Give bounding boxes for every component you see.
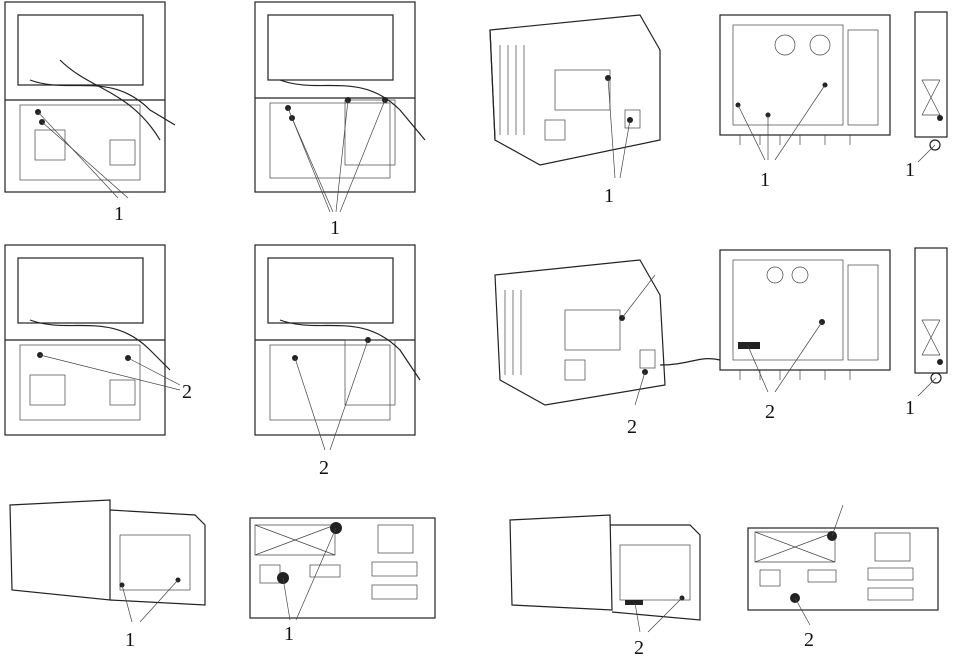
callout-label: 2 [804, 629, 814, 651]
callout-label: 2 [765, 401, 775, 423]
callout-label: 2 [634, 637, 644, 659]
panel-open-view-2: 1 [254, 1, 426, 239]
panel-open-view-3: 2 [4, 244, 192, 436]
side-view-2: 1 [905, 247, 948, 419]
callout-label: 1 [905, 397, 915, 419]
panel-open-view-4: 2 [254, 244, 421, 479]
housing-3d-view-2: 2 [494, 259, 721, 438]
rear-panel-view-1: 1 [249, 517, 436, 645]
panel-open-view-1: 1 [4, 1, 176, 225]
side-view-1: 1 [905, 11, 948, 181]
callout-label: 2 [627, 416, 637, 438]
callout-label: 1 [125, 629, 135, 651]
callout-label: 1 [604, 185, 614, 207]
callout-label: 1 [330, 217, 340, 239]
desktop-unit-view-1: 1 [9, 499, 206, 651]
desktop-unit-view-2: 2 [509, 514, 701, 659]
callout-label: 1 [905, 159, 915, 181]
callout-label: 2 [319, 457, 329, 479]
rear-panel-view-2: 2 [747, 504, 939, 651]
callout-label: 1 [114, 203, 124, 225]
panel-mount-view-2: 2 [719, 249, 891, 423]
panel-mount-view-1: 1 [719, 14, 891, 191]
housing-3d-view-1: 1 [489, 14, 661, 207]
callout-label: 2 [182, 381, 192, 403]
callout-label: 1 [760, 169, 770, 191]
callout-label: 1 [284, 623, 294, 645]
